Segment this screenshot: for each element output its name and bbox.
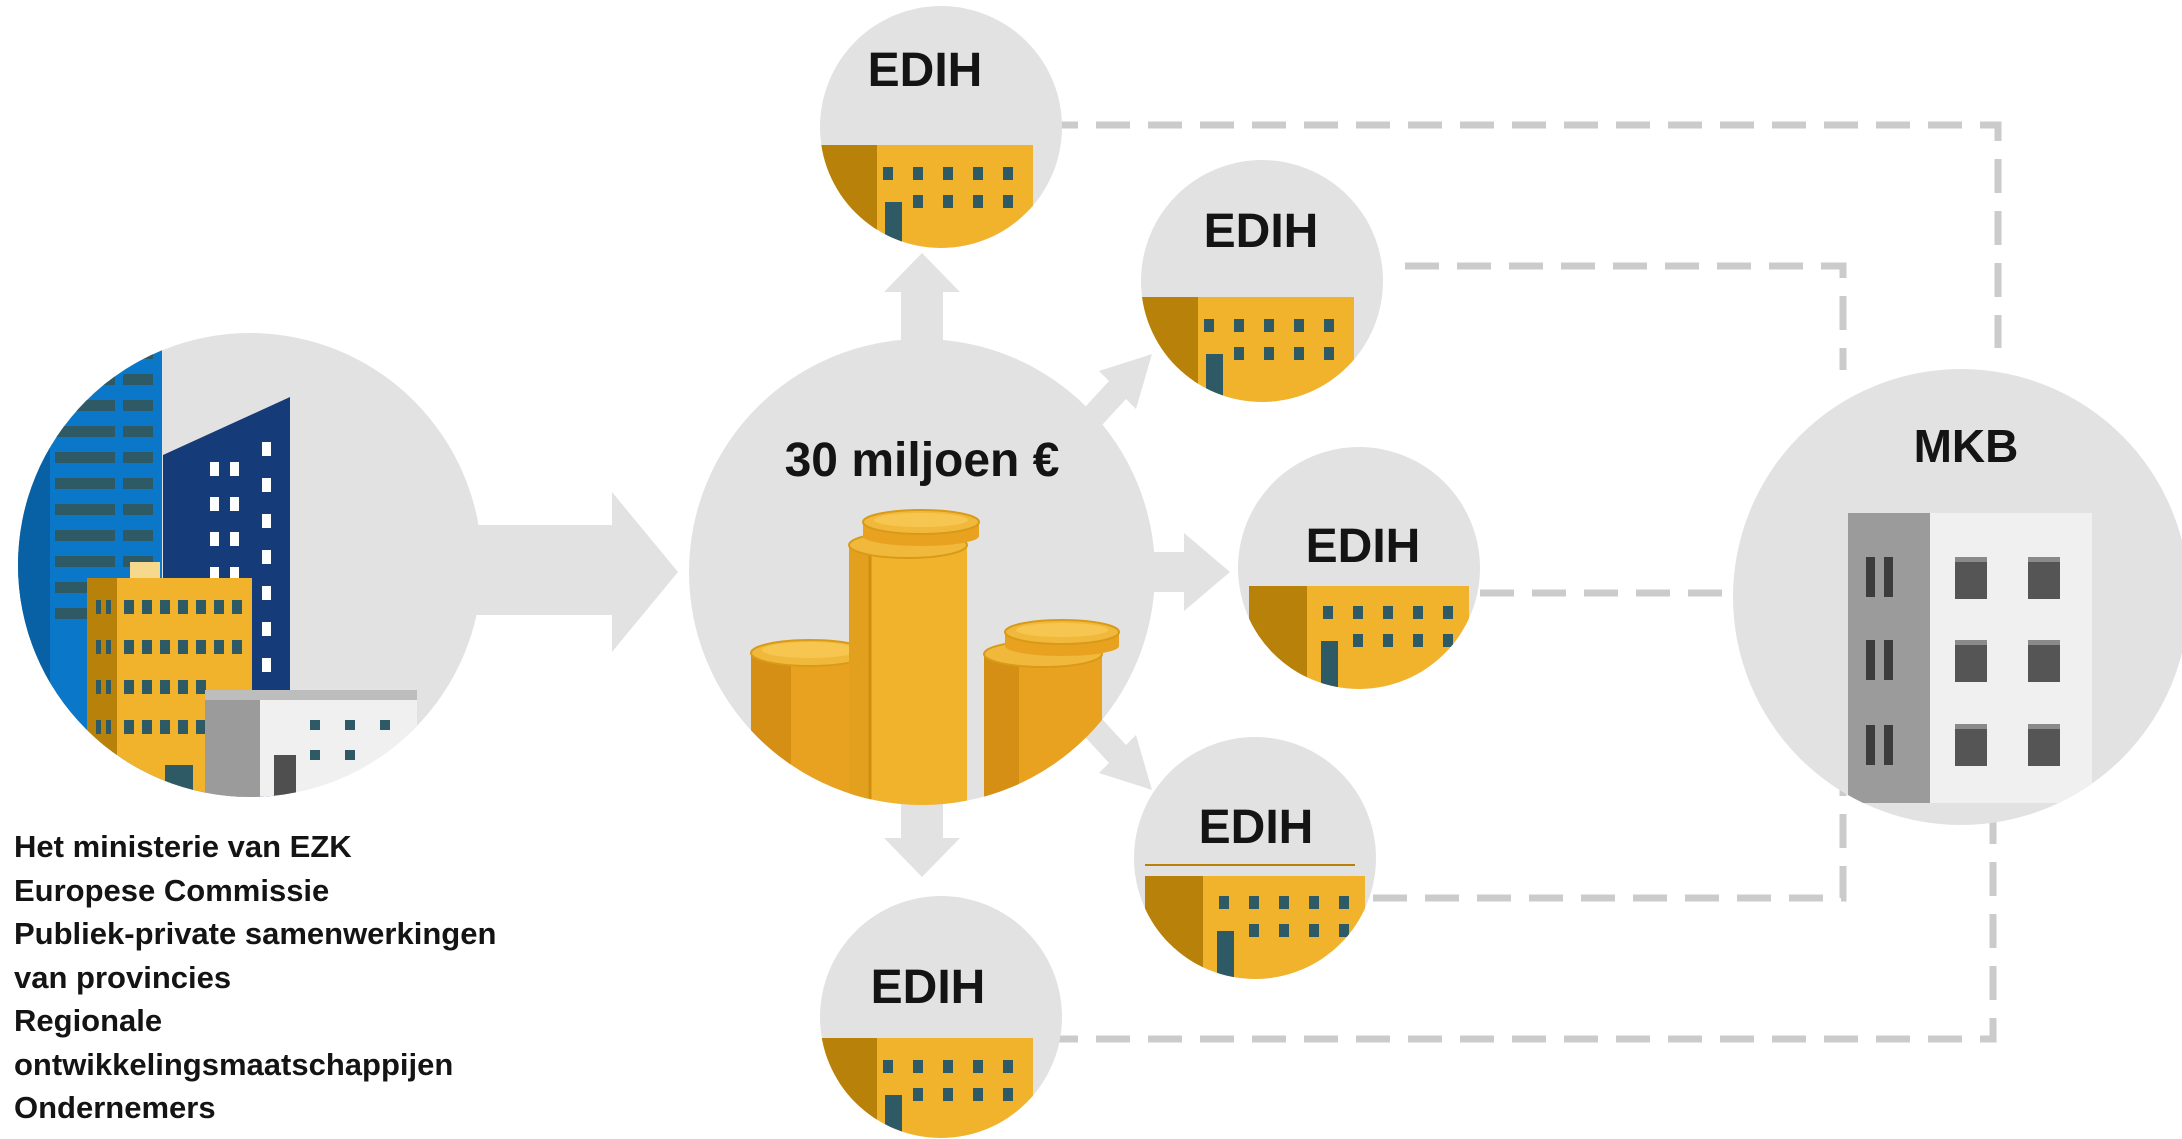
- edih-building-windows: [1321, 606, 1453, 689]
- connector-edih-1: [1044, 121, 2002, 348]
- edih-hub-4: EDIH: [1134, 737, 1376, 979]
- edih-label: EDIH: [868, 44, 983, 97]
- funding-sources-list: Het ministerie van EZK Europese Commissi…: [14, 825, 496, 1130]
- source-line: Het ministerie van EZK: [14, 829, 352, 864]
- edih-building-windows: [1217, 896, 1349, 979]
- edih-label: EDIH: [871, 961, 986, 1014]
- arrow-to-edih-3: [1130, 533, 1230, 611]
- gold-block-windows: [96, 600, 242, 797]
- edih-label: EDIH: [1306, 520, 1421, 573]
- connector-edih-2: [1405, 262, 1847, 370]
- source-line: van provincies: [14, 959, 232, 995]
- edih-hub-2: EDIH: [1141, 160, 1383, 402]
- edih-building-windows: [1204, 319, 1334, 402]
- grey-building-roof: [205, 690, 417, 700]
- edih-label: EDIH: [1204, 205, 1319, 258]
- funding-node: 30 miljoen €: [689, 339, 1155, 805]
- connector-edih-4: [1373, 780, 1847, 902]
- sources-node: [18, 333, 482, 797]
- edih-hub-1: EDIH: [820, 6, 1062, 248]
- navy-tower-windows: [210, 442, 271, 672]
- arrow-sources-to-funding: [430, 492, 678, 652]
- grey-building-shade: [205, 700, 260, 797]
- source-line: Publiek-private samenwerkingen: [14, 916, 497, 951]
- source-line: Europese Commissie: [14, 872, 330, 908]
- edih-hub-5: EDIH: [820, 896, 1062, 1138]
- gold-block-shade: [87, 578, 117, 797]
- funding-label: 30 miljoen €: [785, 434, 1060, 487]
- dashed-connectors: [1044, 121, 2002, 1043]
- edih-hub-3: EDIH: [1238, 447, 1480, 689]
- mkb-label: MKB: [1914, 420, 2019, 472]
- source-line: Ondernemers: [14, 1090, 216, 1125]
- gold-block-roof: [130, 562, 160, 578]
- source-line: Regionale: [14, 1003, 163, 1038]
- source-line: ontwikkelingsmaatschappijen: [14, 1046, 454, 1082]
- grey-building-windows: [310, 720, 390, 760]
- grey-building-door: [274, 755, 296, 797]
- connector-edih-5: [1044, 808, 1997, 1043]
- mkb-node: MKB: [1733, 369, 2182, 825]
- edih-label: EDIH: [1199, 801, 1314, 854]
- mkb-building-windows: [1866, 557, 2060, 766]
- blue-tower-shade: [18, 333, 50, 797]
